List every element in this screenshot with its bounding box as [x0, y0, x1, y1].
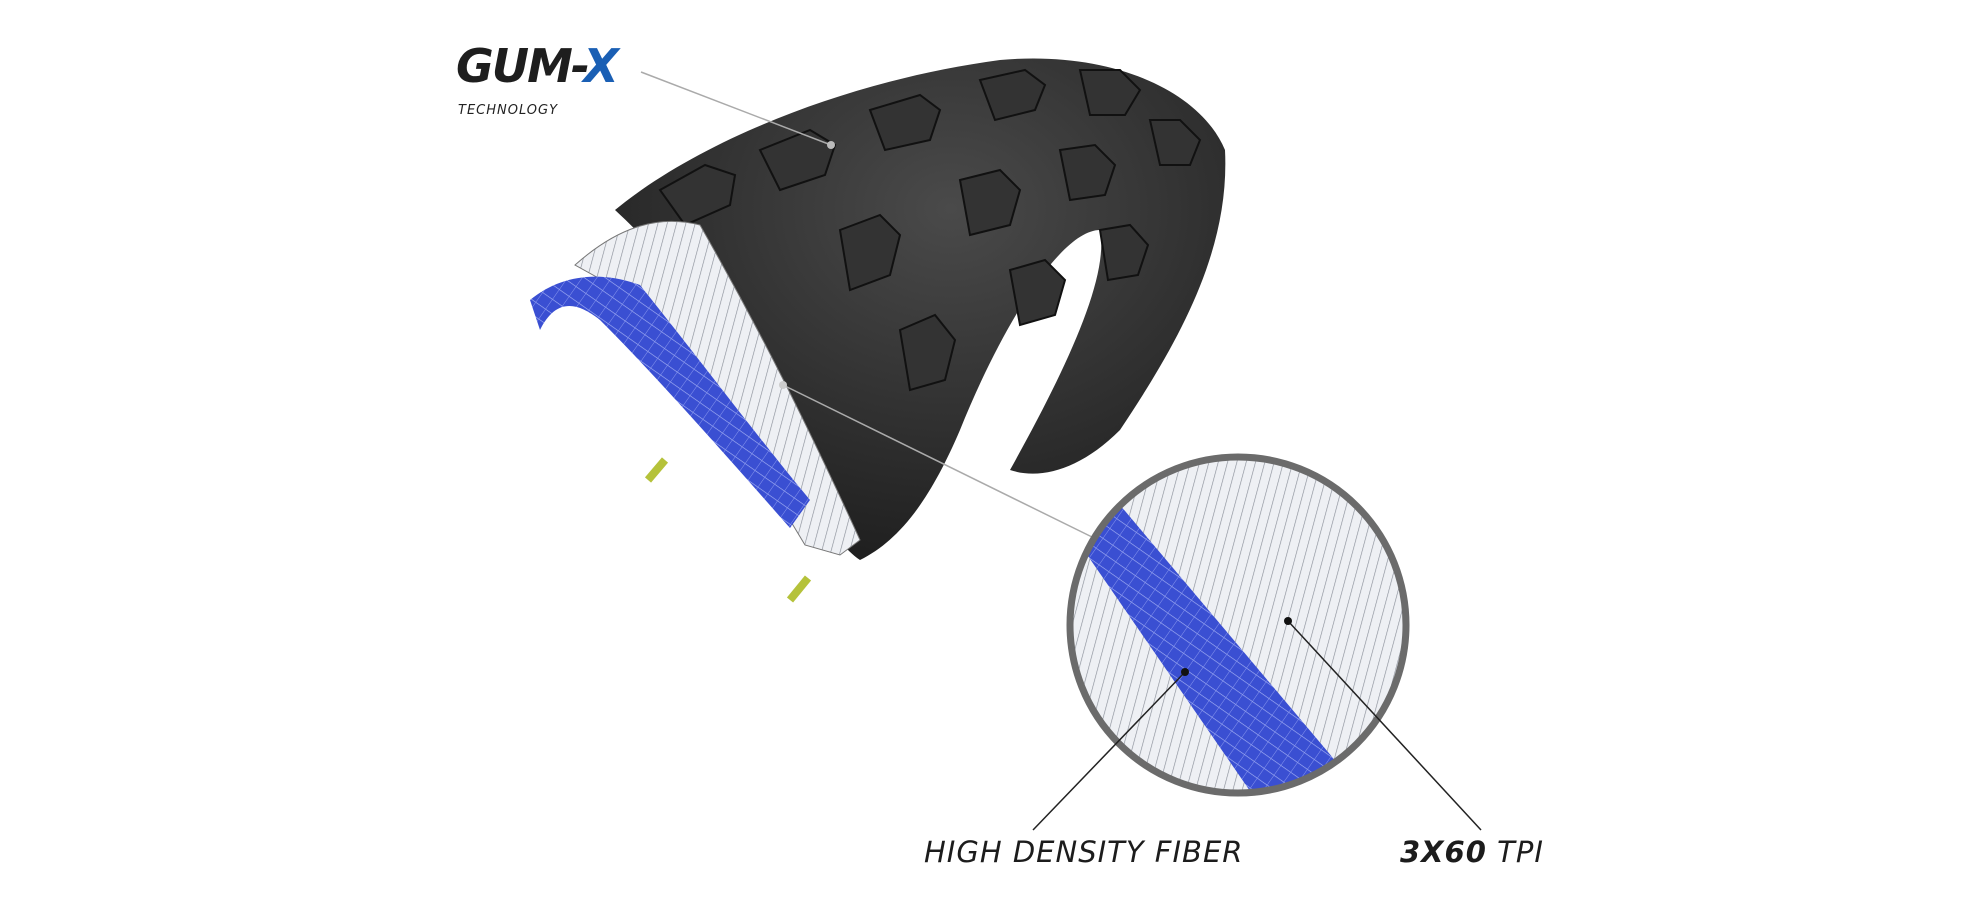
leader-line-zoom: [782, 384, 1093, 538]
leader-dot: [779, 381, 787, 389]
leader-line-tpi: [1287, 620, 1482, 831]
leader-line-gumx: [640, 71, 832, 146]
leader-dot: [1284, 617, 1292, 625]
magnified-detail: [1070, 457, 1406, 793]
fiber-layer: [530, 276, 810, 528]
gum-x-technology-logo: GUM-X TECHNOLOGY: [456, 36, 619, 120]
logo-main-line: GUM-X: [456, 36, 619, 96]
magnifier-ring: [1066, 453, 1410, 797]
label-high-density-fiber: HIGH DENSITY FIBER: [924, 835, 1244, 869]
label-tpi: 3X60 TPI: [1400, 834, 1544, 870]
tpi-unit: TPI: [1486, 835, 1544, 869]
logo-main-text: GUM-: [456, 39, 585, 93]
bead-core: [644, 457, 669, 483]
logo-accent-text: X: [583, 39, 618, 93]
tpi-value: 3X60: [1400, 835, 1487, 869]
leader-dot: [1181, 668, 1189, 676]
bead-core: [786, 575, 812, 603]
tire-tread: [615, 58, 1226, 560]
leader-line-fiber: [1032, 671, 1186, 831]
leader-dot: [827, 141, 835, 149]
logo-subtitle: TECHNOLOGY: [458, 103, 559, 118]
